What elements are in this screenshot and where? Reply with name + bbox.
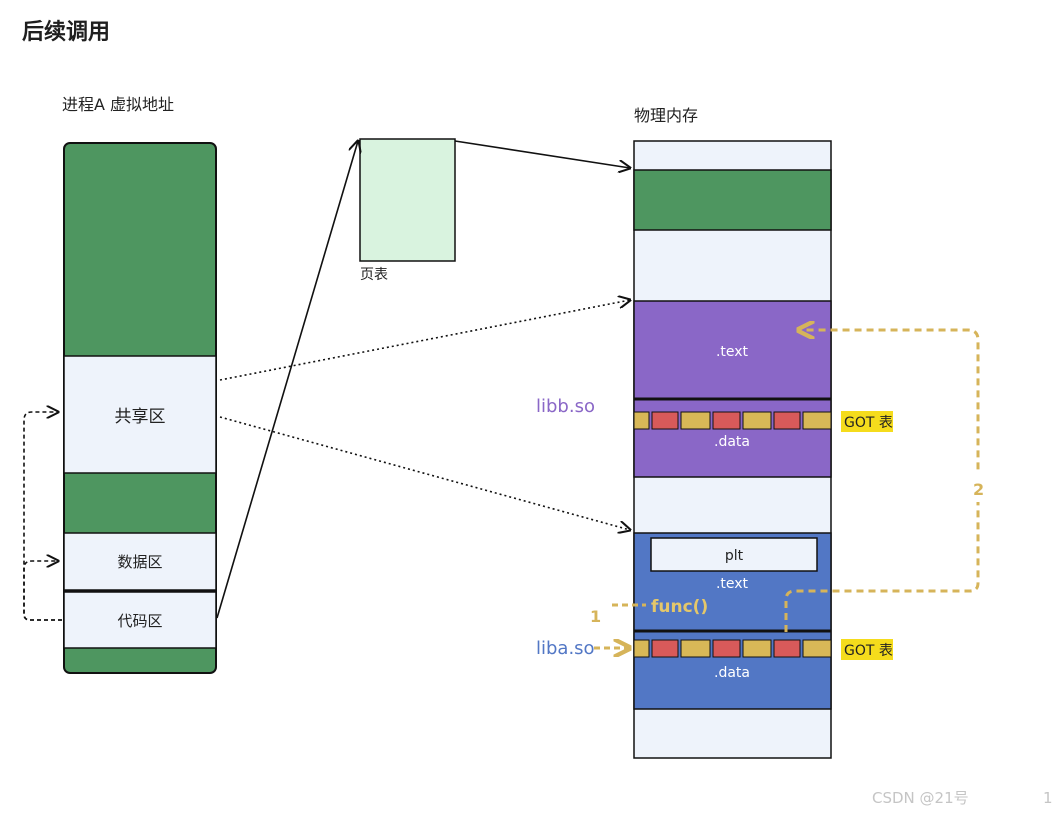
pagetable-to-memory-arrow — [454, 140, 630, 168]
csdn-watermark: CSDN @21号 — [872, 789, 969, 807]
shared-to-libb-arrow — [219, 300, 630, 381]
plt-box — [650, 537, 818, 572]
libb-name: libb.so — [536, 396, 595, 417]
data-region — [63, 532, 217, 591]
step2-label-bg — [968, 472, 990, 502]
libb-data-label: .data — [714, 434, 750, 450]
physical-green-block — [633, 169, 832, 231]
step2-arrow — [784, 330, 980, 632]
code-to-data-arrow — [23, 561, 62, 621]
shared-region — [63, 355, 217, 474]
page-table-label: 页表 — [360, 267, 388, 283]
libb-got-label: GOT 表 — [844, 415, 893, 431]
data-region-label: 数据区 — [117, 553, 162, 571]
code-region — [63, 591, 217, 649]
liba-name: liba.so — [536, 638, 595, 659]
physical-memory-label: 物理内存 — [634, 106, 698, 125]
liba-got-table — [633, 639, 832, 658]
libb-got-table — [633, 411, 832, 430]
process-label: 进程A 虚拟地址 — [62, 95, 174, 114]
liba-text-label: .text — [716, 576, 749, 592]
libb-got-badge — [841, 411, 893, 432]
libb-block — [633, 300, 832, 478]
page-title: 后续调用 — [22, 20, 111, 45]
code-to-pagetable-arrow — [216, 141, 358, 619]
page-number: 1 — [1043, 789, 1053, 807]
libb-text-label: .text — [716, 344, 749, 360]
shared-region-label: 共享区 — [115, 407, 166, 427]
step1-label: 1 — [590, 607, 601, 626]
plt-label: plt — [725, 548, 744, 564]
liba-got-badge — [841, 639, 893, 660]
func-label: func() — [651, 597, 708, 617]
liba-data-label: .data — [714, 665, 750, 681]
page-table-box — [359, 138, 456, 262]
code-region-label: 代码区 — [117, 612, 162, 630]
step2-label: 2 — [973, 480, 984, 499]
code-to-shared-arrow — [23, 412, 62, 621]
liba-got-label: GOT 表 — [844, 643, 893, 659]
shared-to-liba-arrow — [219, 416, 630, 530]
